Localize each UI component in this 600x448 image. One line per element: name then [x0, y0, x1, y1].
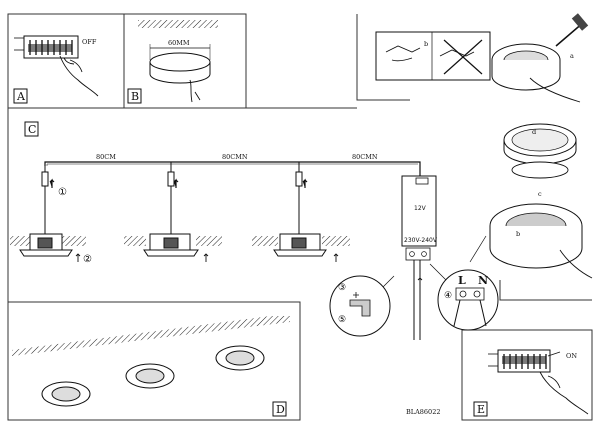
panel-labels: A B C D E — [13, 88, 488, 417]
cutout-top — [149, 52, 211, 72]
panel-b-frame — [123, 13, 247, 109]
cutout-body — [149, 62, 211, 84]
driver-terminal — [405, 247, 431, 261]
lamp-unit-2 — [143, 233, 199, 257]
main-cable — [44, 161, 421, 176]
connector-3 — [295, 171, 303, 187]
panel-c-wiring: 80CM 80CMN 80CMN ① — [10, 153, 499, 340]
step-5-marker: ⑤ — [338, 315, 346, 325]
letter-d: d — [532, 128, 536, 136]
wire-icon — [189, 79, 201, 103]
led-driver — [401, 175, 437, 247]
hand-icon — [385, 45, 421, 62]
exploded-view: b a d c b — [375, 13, 593, 301]
terminal-label-N: N — [478, 274, 488, 287]
connector-2 — [167, 171, 175, 187]
hand-icon — [59, 55, 99, 97]
step-3-marker: ③ — [338, 283, 346, 293]
panel-label-c: C — [28, 123, 36, 136]
letter-c: c — [538, 190, 542, 198]
connector-1 — [41, 171, 49, 187]
step-1-marker: ① — [58, 187, 67, 198]
terminal-label-L: L — [458, 274, 466, 287]
clamp-icon — [349, 299, 371, 317]
cable-length-3: 80CMN — [352, 153, 378, 161]
panel-b-cutout: 60MM — [138, 20, 218, 103]
on-label: ON — [566, 352, 577, 360]
panel-frames — [7, 13, 593, 421]
letter-b-box: b — [424, 40, 428, 48]
exploded-frame-edge — [356, 14, 410, 101]
driver-input-label: 230V-240V — [404, 237, 438, 244]
panel-label-b: B — [131, 90, 139, 103]
step-4-marker: ④ — [444, 291, 452, 301]
panel-label-e: E — [477, 403, 485, 416]
cable-length-2: 80CMN — [222, 153, 248, 161]
model-code: BLA86022 — [406, 408, 440, 416]
strain-relief-detail: ③ ⑤ — [329, 275, 395, 337]
cable-length-1: 80CM — [96, 153, 116, 161]
panel-label-a: A — [16, 90, 26, 103]
panel-d-ceiling — [12, 316, 290, 407]
panel-e-frame — [461, 329, 593, 421]
off-label: OFF — [82, 38, 97, 46]
crossed-out-icon — [443, 39, 483, 75]
panel-label-d: D — [276, 403, 285, 416]
step-arrows — [49, 178, 308, 188]
ceiling-segments — [10, 236, 350, 246]
hand-icon — [539, 371, 589, 415]
letter-b: b — [516, 230, 520, 238]
lamp-unit-3 — [273, 233, 327, 257]
letter-a: a — [570, 52, 574, 60]
driver-output-label: 12V — [414, 205, 427, 212]
panel-cd-frame — [7, 108, 301, 421]
lamp-unit-1 — [19, 233, 73, 257]
screwdriver-icon — [555, 13, 589, 47]
ceiling-slope — [12, 316, 290, 356]
panel-e-breaker: ON — [488, 349, 589, 415]
do-dont-box — [375, 31, 491, 81]
dimension-label: 60MM — [168, 39, 190, 47]
panel-a-breaker: OFF — [14, 35, 99, 97]
step-2-marker: ② — [83, 254, 92, 265]
push-up-arrows — [75, 253, 339, 262]
ceiling-hatch — [138, 20, 218, 28]
terminal-detail: ④ L N — [429, 263, 499, 331]
